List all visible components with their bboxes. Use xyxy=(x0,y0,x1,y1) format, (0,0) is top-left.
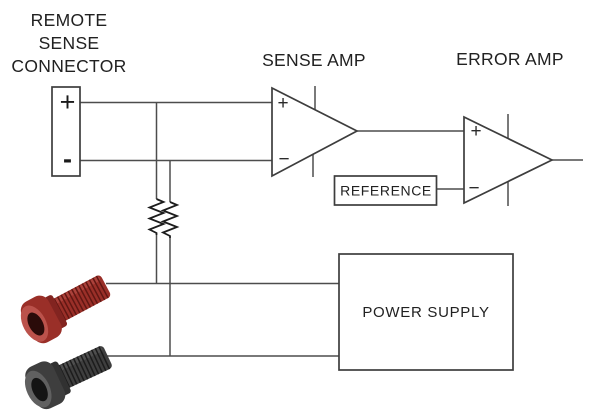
error-amp: ERROR AMP + − xyxy=(456,49,564,206)
sense-amp-title: SENSE AMP xyxy=(262,50,366,70)
red-terminal-socket-hole xyxy=(27,312,45,336)
black-terminal-socket-hole xyxy=(31,377,48,402)
error-amp-triangle xyxy=(463,115,554,205)
resistor-left xyxy=(147,198,166,235)
error-amp-title: ERROR AMP xyxy=(456,49,564,69)
sense-amp: SENSE AMP + − xyxy=(262,50,366,178)
error-amp-minus-sign: − xyxy=(468,178,479,199)
sense-amp-triangle xyxy=(271,86,359,178)
connector-label-line1: REMOTE xyxy=(31,10,108,30)
connector-minus-sign: - xyxy=(63,144,72,174)
sense-amp-minus-sign: − xyxy=(278,149,289,170)
power-supply-block: POWER SUPPLY xyxy=(338,253,514,371)
connector-box xyxy=(51,86,81,177)
red-terminal xyxy=(20,275,111,344)
wires xyxy=(80,101,583,357)
power-supply-label: POWER SUPPLY xyxy=(362,304,489,321)
black-terminal-shine xyxy=(58,347,103,371)
resistor-right xyxy=(160,201,180,238)
connector-plus-sign: + xyxy=(60,87,76,117)
remote-sense-connector: REMOTE SENSE CONNECTOR + - xyxy=(11,10,126,177)
reference-label: REFERENCE xyxy=(340,183,432,199)
connector-label-line3: CONNECTOR xyxy=(11,56,126,76)
black-terminal-shaft xyxy=(56,346,112,389)
sense-amp-plus-sign: + xyxy=(277,93,288,114)
black-terminal xyxy=(24,346,112,410)
reference-box xyxy=(333,175,438,206)
power-supply-box xyxy=(338,253,514,371)
connector-label-line2: SENSE xyxy=(39,33,100,53)
red-terminal-threads xyxy=(53,275,109,321)
reference-block: REFERENCE xyxy=(333,175,438,206)
error-amp-plus-sign: + xyxy=(470,121,481,142)
